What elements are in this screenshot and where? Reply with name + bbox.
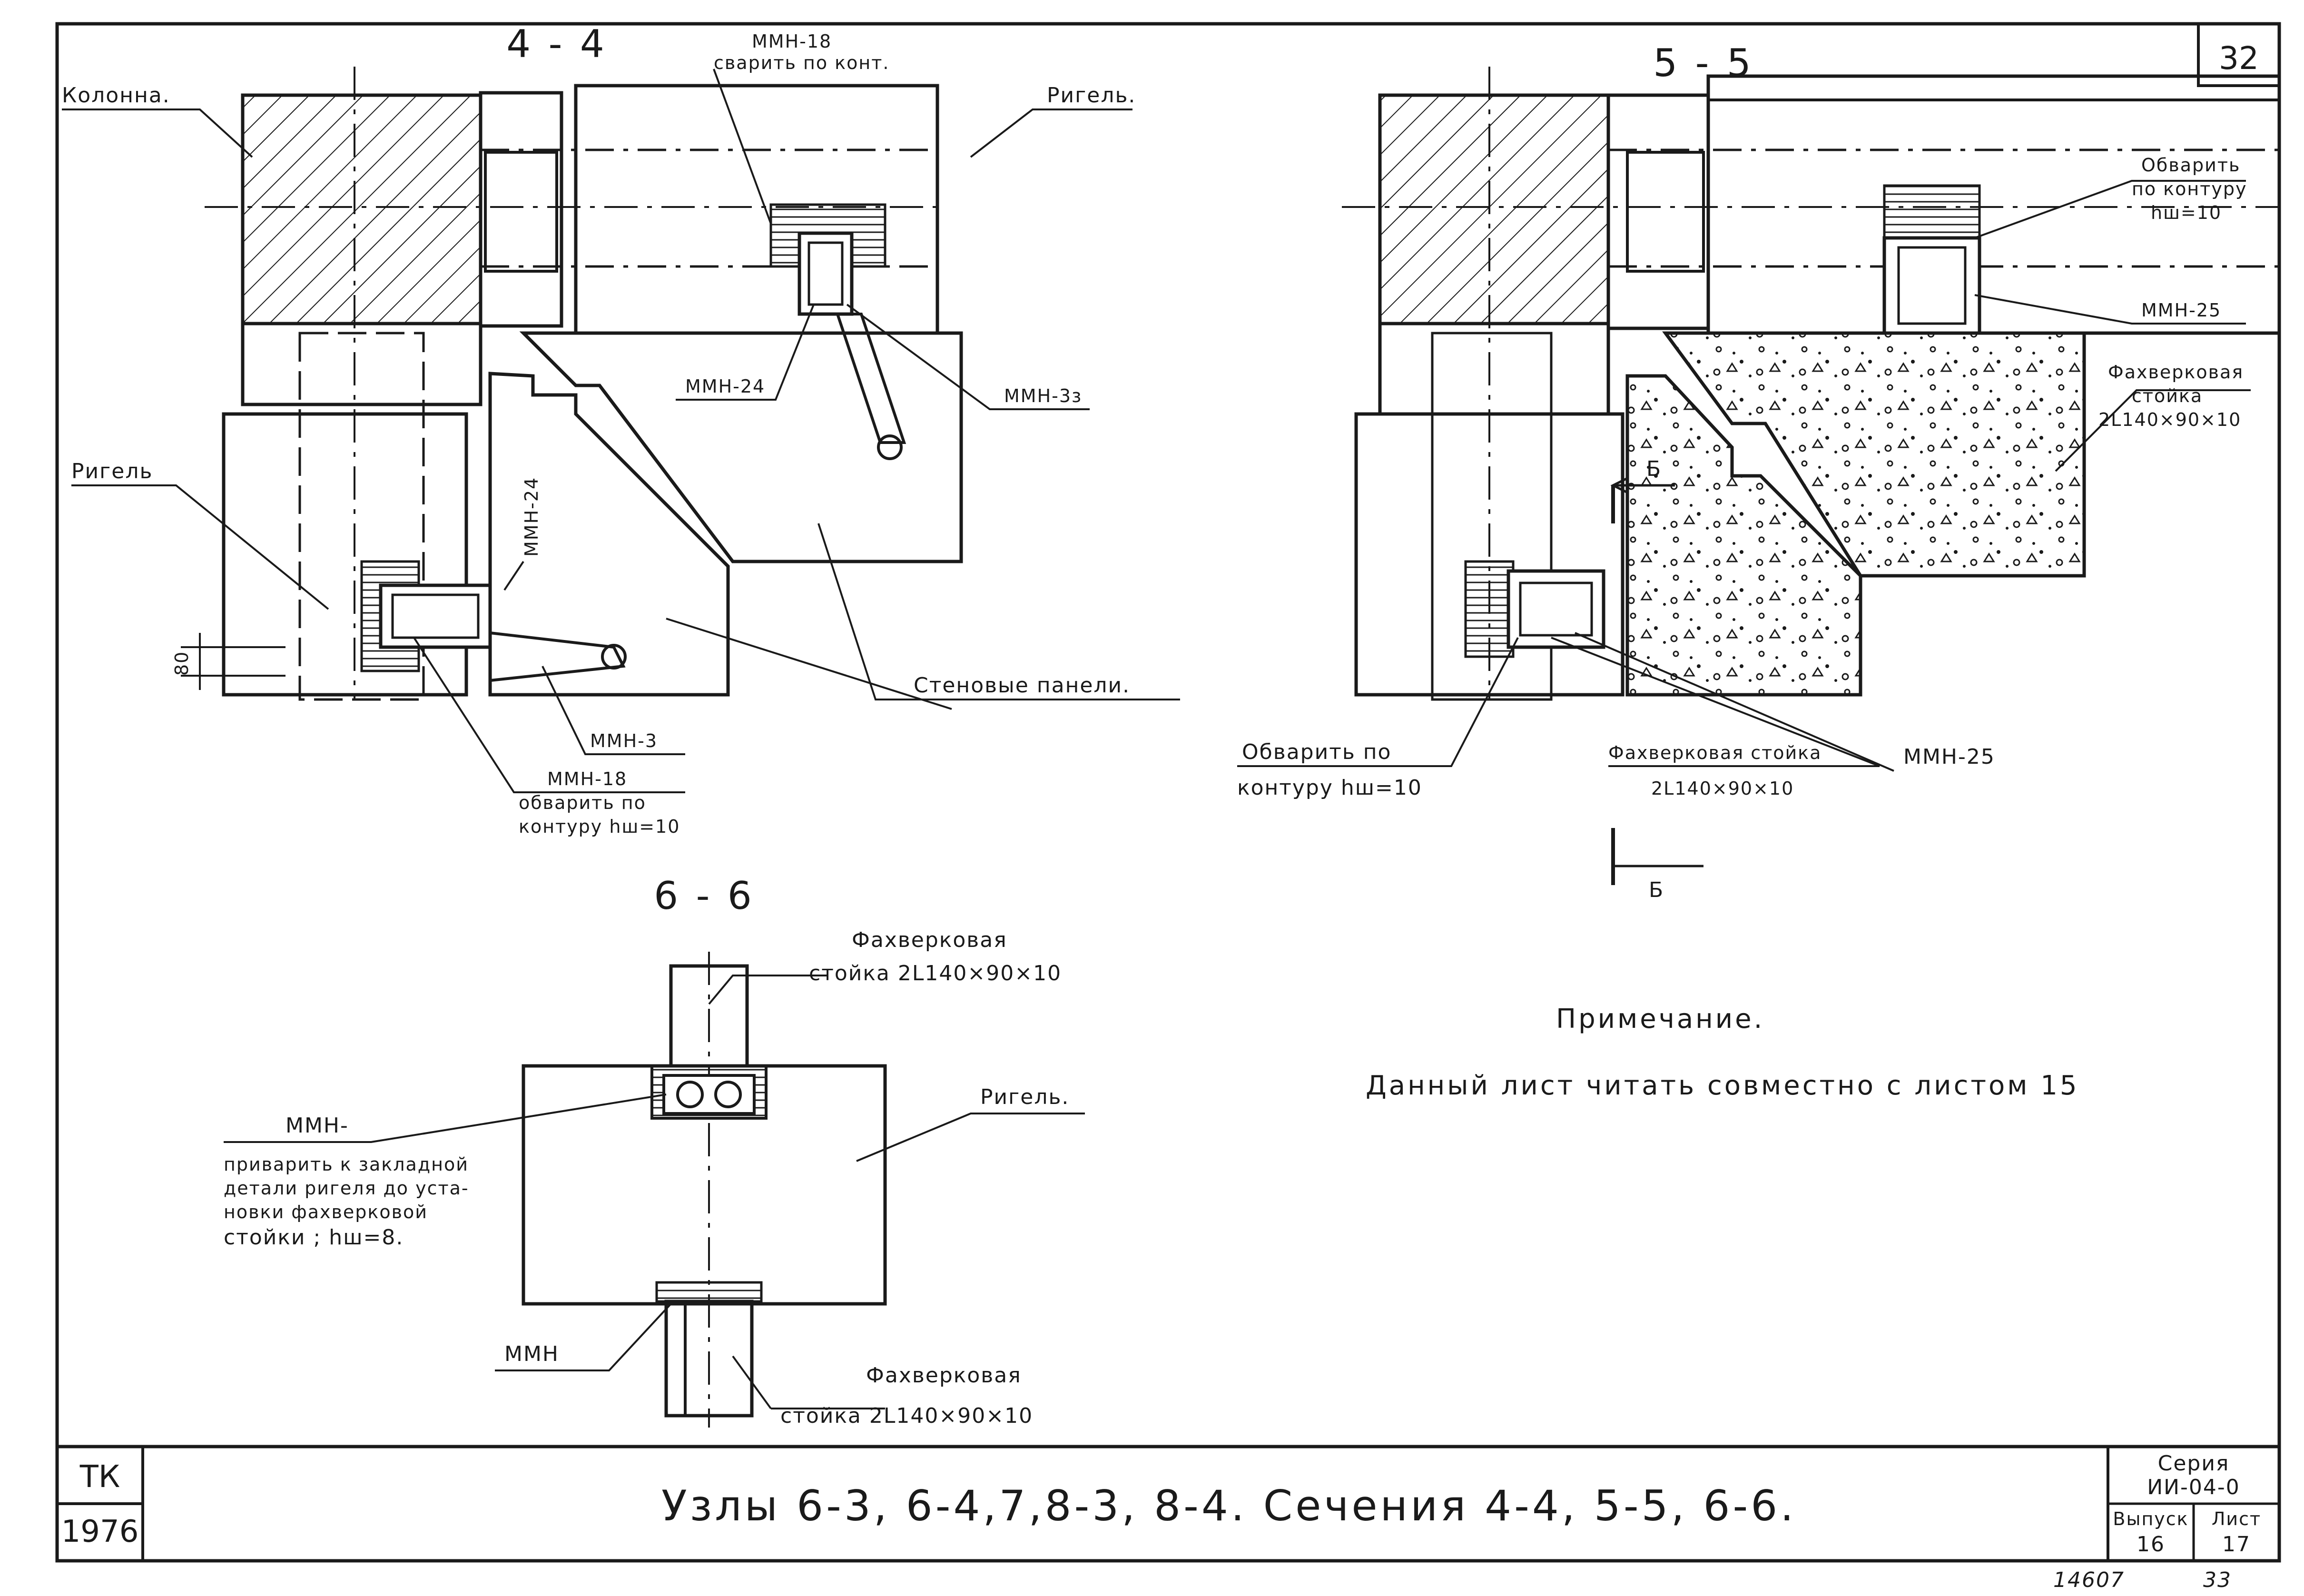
label-mmn-b: приварить к закладной	[224, 1154, 469, 1175]
label-mmn25-right: ММН-25	[2141, 300, 2221, 321]
label-mmn25-bottom: ММН-25	[1903, 745, 1995, 769]
section-4-4-title: 4 - 4	[506, 22, 607, 66]
label-mmn-a: ММН-	[286, 1113, 349, 1138]
note-heading: Примечание.	[1556, 1004, 1764, 1034]
label-dim-80: 80	[171, 651, 192, 676]
sheet-number: 32	[2219, 40, 2259, 77]
section-5-5-title: 5 - 5	[1653, 41, 1754, 85]
label-mmn3z: ММН-3з	[1004, 385, 1082, 406]
label-cut-b: Б	[1646, 457, 1662, 481]
label-fakh-b: стойка	[2132, 385, 2203, 406]
label-mmn: ММН	[504, 1342, 559, 1366]
sheet-label: Лист	[2212, 1508, 2261, 1529]
label-mmn-e: стойки ; hш=8.	[224, 1225, 404, 1250]
title-block: ТК 1976 Узлы 6-3, 6-4,7,8-3, 8-4. Сечени…	[61, 1451, 2261, 1592]
label-girder-top: Ригель.	[1047, 83, 1136, 108]
label-weld-left-a: Обварить по	[1242, 740, 1391, 764]
column-hatched-55	[1378, 93, 1610, 325]
label-wall-panels: Стеновые панели.	[914, 673, 1130, 698]
section-4-4: 4 - 4	[62, 22, 1180, 837]
label-mmn-d: новки фахверковой	[224, 1202, 428, 1222]
label-weld-c: hш=10	[2151, 202, 2222, 223]
label-girder-left: Ригель	[71, 459, 153, 483]
section-6-6-title: 6 - 6	[654, 874, 755, 918]
note-text: Данный лист читать совместно с листом 15	[1366, 1070, 2079, 1101]
issue-label: Выпуск	[2113, 1508, 2188, 1529]
label-girder-66: Ригель.	[980, 1085, 1069, 1109]
label-mmn-c: детали ригеля до уста-	[224, 1178, 469, 1199]
section-6-6: 6 - 6 Фахверковая стойка 2L140×90×10 Риг…	[224, 874, 1085, 1428]
bottom-code: 14607	[2053, 1568, 2125, 1592]
section-5-5: 5 - 5 Обварить	[1237, 41, 2281, 902]
label-mmn24: ММН-24	[685, 376, 765, 397]
label-cut-b2: Б	[1649, 878, 1664, 902]
sheet-frame	[55, 22, 2281, 1563]
bottom-number: 33	[2203, 1568, 2232, 1592]
label-fakh-c: 2L140×90×10	[2098, 409, 2241, 430]
label-weld-b: по контуру	[2132, 178, 2247, 199]
concrete-panel	[1625, 374, 1862, 697]
label-mmn18-top: ММН-18	[752, 31, 832, 52]
label-fakh-top-a: Фахверковая	[852, 928, 1007, 952]
label-mmn18-bottom: ММН-18	[547, 768, 627, 789]
label-fakh-bottom-a: Фахверковая стойка	[1608, 742, 1822, 763]
label-weld-1: обварить по	[519, 792, 646, 813]
series-label: Серия	[2158, 1451, 2230, 1476]
label-weld-2: контуру hш=10	[519, 816, 680, 837]
label-fakh-a: Фахверковая	[2108, 362, 2244, 383]
wall-panel	[488, 372, 730, 697]
issue-value: 16	[2137, 1532, 2165, 1557]
label-weld-left-b: контуру hш=10	[1237, 776, 1422, 800]
label-mmn3: ММН-3	[590, 730, 658, 751]
label-mmn24-vertical: ММН-24	[521, 477, 542, 557]
label-weld-contour: сварить по конт.	[714, 52, 889, 73]
stamp-year: 1976	[61, 1514, 139, 1549]
column-hatched	[241, 93, 482, 325]
label-fakh-bot-b: стойка 2L140×90×10	[780, 1404, 1033, 1428]
series-value: ИИ-04-0	[2147, 1475, 2240, 1499]
label-fakh-bottom-b: 2L140×90×10	[1651, 778, 1794, 799]
label-weld-a: Обварить	[2141, 155, 2240, 176]
sheet-value: 17	[2222, 1532, 2251, 1557]
sheet-title: Узлы 6-3, 6-4,7,8-3, 8-4. Сечения 4-4, 5…	[661, 1481, 1796, 1530]
label-fakh-bot-a: Фахверковая	[866, 1363, 1022, 1388]
label-fakh-top-b: стойка 2L140×90×10	[809, 961, 1062, 985]
label-column: Колонна.	[62, 83, 170, 108]
stamp-org: ТК	[79, 1459, 120, 1495]
note-block: Примечание. Данный лист читать совместно…	[1366, 1004, 2079, 1101]
